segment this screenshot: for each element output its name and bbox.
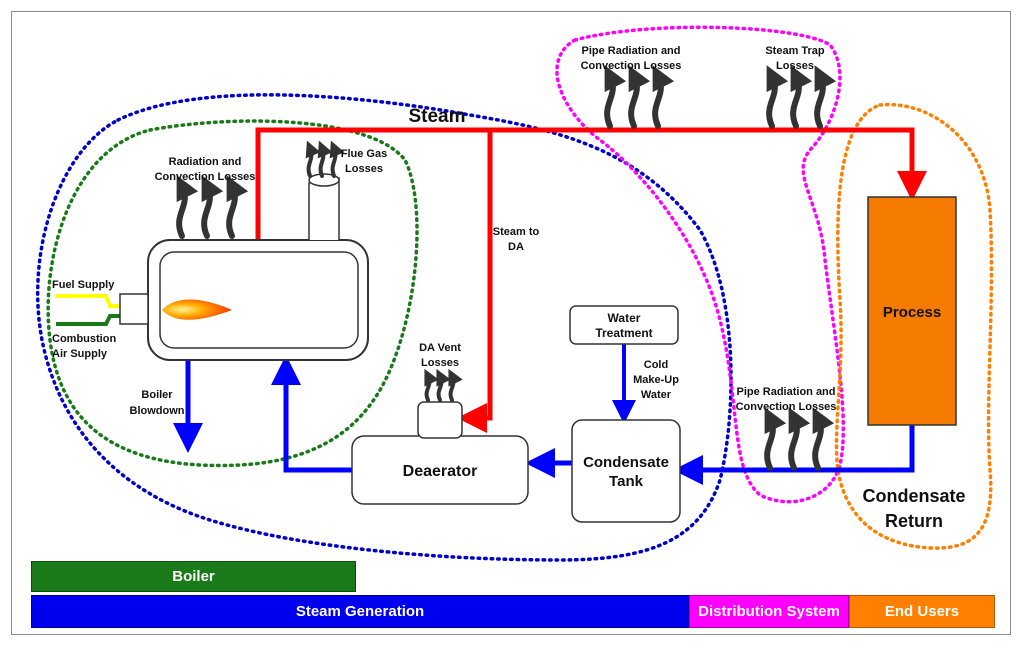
- pipe-rad-top-label-line2: Convection Losses: [581, 60, 682, 72]
- cold-makeup-label-line1: Cold: [644, 359, 668, 371]
- legend-boiler: Boiler: [31, 561, 356, 592]
- steam-to-da-label-line1: Steam to: [493, 226, 540, 238]
- cold-makeup-label-line2: Make-Up: [633, 374, 679, 386]
- flue-gas-label-line2: Losses: [345, 163, 383, 175]
- steam-lines: [255, 127, 927, 433]
- combustion-air-label-line1: Combustion: [52, 333, 116, 345]
- flue-stack: [308, 177, 340, 240]
- da-vent-label-line1: DA Vent: [419, 342, 461, 354]
- legend-end-users: End Users: [849, 595, 995, 628]
- flame: [162, 299, 232, 320]
- boiler-vessel-inner: [159, 251, 359, 349]
- condensate-tank-label-line1: Condensate: [583, 454, 669, 471]
- distribution-system-zone: [555, 25, 845, 504]
- da-vent-label-line2: Losses: [421, 357, 459, 369]
- steam-to-da-label-line2: DA: [508, 241, 524, 253]
- boiler-blowdown-label-line1: Boiler: [141, 389, 173, 401]
- steam-trap-label-line2: Losses: [776, 60, 814, 72]
- legend-steam-generation: Steam Generation: [31, 595, 689, 628]
- combustion-air-line: [56, 314, 120, 326]
- boiler-zone: [46, 119, 419, 468]
- combustion-air-label-line2: Air Supply: [52, 348, 108, 360]
- water-treatment-label-line2: Treatment: [595, 326, 652, 340]
- condensate-tank: [571, 419, 681, 523]
- fuel-supply-label: Fuel Supply: [52, 279, 115, 291]
- water-treatment-label-line1: Water: [608, 311, 641, 325]
- water-treatment-box: [569, 305, 679, 345]
- burner: [119, 293, 149, 325]
- radiation-losses-label-line1: Radiation and: [169, 156, 242, 168]
- pipe-rad-bottom-label-line1: Pipe Radiation and: [736, 386, 835, 398]
- flue-stack-top: [308, 173, 340, 187]
- end-users-zone: [834, 102, 994, 550]
- process-block: [867, 196, 957, 426]
- legend-distribution-system: Distribution System: [689, 595, 849, 628]
- condensate-return-label-line1: Condensate: [862, 486, 965, 506]
- process-label: Process: [883, 304, 941, 321]
- condensate-return-label-line2: Return: [885, 511, 943, 531]
- water-lines: [173, 344, 915, 485]
- deaerator-label: Deaerator: [403, 463, 478, 480]
- radiation-losses-label-line2: Convection Losses: [155, 171, 256, 183]
- deaerator-dome: [417, 401, 463, 439]
- flue-gas-label-line1: Flue Gas: [341, 148, 387, 160]
- steam-trap-label-line1: Steam Trap: [765, 45, 825, 57]
- fuel-supply-line: [56, 294, 120, 308]
- condensate-tank-label-line2: Tank: [609, 473, 644, 490]
- pipe-rad-bottom-label-line2: Convection Losses: [736, 401, 837, 413]
- boiler-vessel: [147, 239, 369, 361]
- boiler-blowdown-label-line2: Blowdown: [130, 405, 185, 417]
- heat-arrows: [176, 65, 837, 471]
- steam-label: Steam: [408, 106, 465, 127]
- pipe-rad-top-label-line1: Pipe Radiation and: [581, 45, 680, 57]
- cold-makeup-label-line3: Water: [641, 389, 672, 401]
- steam-generation-zone: [35, 93, 733, 562]
